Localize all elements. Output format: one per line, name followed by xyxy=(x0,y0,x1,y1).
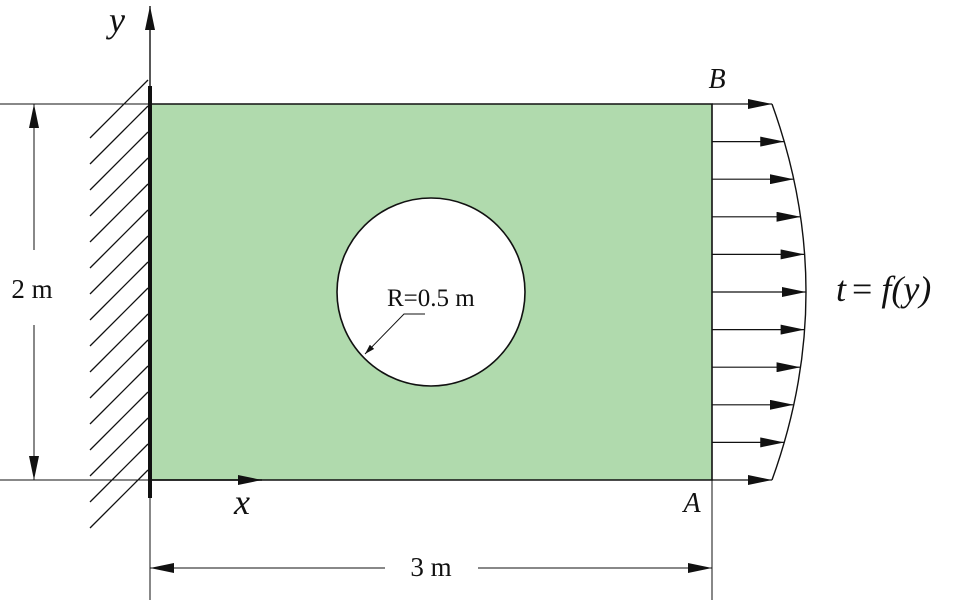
traction-equals: = xyxy=(852,269,881,309)
hatch-line xyxy=(89,131,149,191)
traction-y: (y) xyxy=(891,269,931,309)
hatch-line xyxy=(89,391,149,451)
hatch-line xyxy=(89,209,149,269)
hatch-line xyxy=(89,235,149,295)
traction-t: t xyxy=(836,269,847,309)
radius-leader xyxy=(364,313,425,355)
hatch-line xyxy=(89,313,149,373)
point-a-label: A xyxy=(681,488,701,519)
x-axis-label: x xyxy=(233,482,250,522)
hatch-line xyxy=(89,287,149,347)
width-dimension-label: 3 m xyxy=(410,552,451,582)
hatch-line xyxy=(89,261,149,321)
hatch-line xyxy=(89,365,149,425)
hatch-line xyxy=(89,417,149,477)
hatch-line xyxy=(89,183,149,243)
height-dimension-label: 2 m xyxy=(11,274,52,304)
hatch-line xyxy=(89,157,149,217)
fixed-support-hatch xyxy=(89,79,149,529)
hatch-line xyxy=(89,79,149,139)
hatch-line xyxy=(89,443,149,503)
traction-arrows xyxy=(712,99,806,485)
hatch-line xyxy=(89,469,149,529)
hatch-line xyxy=(89,339,149,399)
radius-label: R=0.5 m xyxy=(387,285,475,312)
point-b-label: B xyxy=(708,64,725,95)
y-axis-label: y xyxy=(106,0,125,40)
hatch-line xyxy=(89,105,149,165)
traction-equation: t= f(y) xyxy=(836,269,931,309)
